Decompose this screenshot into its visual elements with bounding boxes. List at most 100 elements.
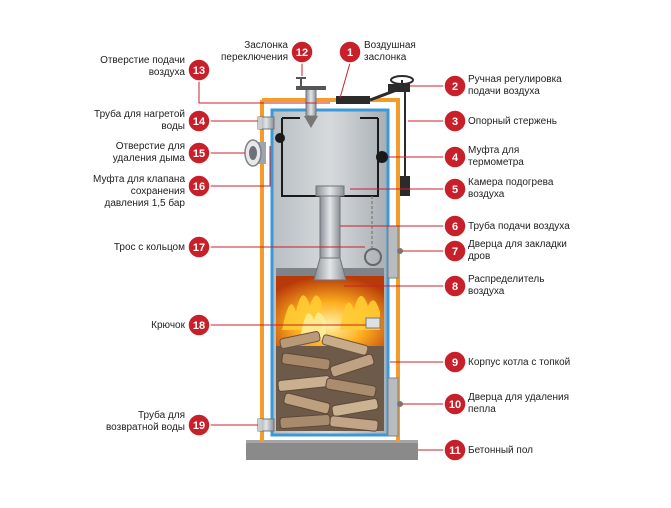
callout-label-line: сохранения <box>131 186 185 197</box>
callout-badge <box>338 40 362 64</box>
callout-badge <box>443 239 467 263</box>
callout-label-line: Отверстие для <box>116 141 185 152</box>
callout-number: 4 <box>452 152 459 164</box>
callout-number: 3 <box>452 116 458 128</box>
callout-label: Опорный стержень <box>468 116 557 127</box>
callout-label-line: Труба подачи воздуха <box>468 220 570 232</box>
callout-number: 11 <box>449 445 461 457</box>
firewood <box>277 331 379 432</box>
return-water-pipe <box>257 418 275 432</box>
smoke-outlet <box>244 139 266 167</box>
callout-label-line: подачи воздуха <box>468 86 540 97</box>
callout-number: 14 <box>193 116 206 128</box>
callout-label: Крючок <box>151 320 185 331</box>
callout-number: 6 <box>452 221 458 233</box>
hook <box>365 317 381 329</box>
callout-label-line: Отверстие подачи <box>100 55 185 66</box>
callout-number: 10 <box>449 399 461 411</box>
callout-label-line: Дверца для удаления <box>468 392 569 403</box>
callout-label: Бетонный пол <box>468 445 533 456</box>
air-damper <box>296 77 370 128</box>
callout-label-line: Камера подогрева <box>468 177 554 188</box>
callout-label-line: воды <box>161 121 185 132</box>
callout-badge <box>187 313 211 337</box>
callout-label-line: пепла <box>468 404 496 415</box>
callout-label-line: Заслонка <box>244 40 288 51</box>
callout-number: 17 <box>193 242 205 254</box>
callout-label-line: заслонка <box>364 52 407 63</box>
callout-label-line: удаления дыма <box>113 153 186 164</box>
callout-number: 1 <box>347 47 353 59</box>
callout-badge <box>290 40 314 64</box>
callout-label-line: давления 1,5 бар <box>105 197 186 209</box>
callout-number: 2 <box>452 81 458 93</box>
callout-label-line: Опорный стержень <box>468 116 557 127</box>
callout-badge <box>443 109 467 133</box>
callout-badge <box>443 350 467 374</box>
callout-label-line: Муфта для <box>468 144 519 156</box>
callout-badge <box>187 141 211 165</box>
callout-label-line: воздуха <box>468 189 505 200</box>
callout-label-line: Бетонный пол <box>468 445 533 456</box>
callout-badge <box>443 392 467 416</box>
callout-label-line: Труба для нагретой <box>94 108 185 120</box>
callout-label-line: Муфта для клапана <box>93 173 185 185</box>
callout-badge <box>443 274 467 298</box>
callout-label: Трос с кольцом <box>114 242 185 253</box>
callout-label: Корпус котла с топкой <box>468 357 570 368</box>
callout-label-line: Дверца для закладки <box>468 239 567 250</box>
callout-number: 18 <box>193 320 205 332</box>
callout-label-line: возвратной воды <box>106 422 185 433</box>
callout-6: 6 Труба подачи воздуха <box>340 214 570 238</box>
callout-badge <box>443 214 467 238</box>
callout-label-line: воздуха <box>149 67 186 78</box>
callout-label-line: Трос с кольцом <box>114 242 185 253</box>
callout-label-line: Крючок <box>151 320 185 331</box>
callout-label-line: Труба для <box>138 409 185 421</box>
callout-badge <box>187 413 211 437</box>
manual-air-regulator <box>369 75 414 102</box>
callout-leader-line <box>198 81 330 104</box>
callout-label-line: воздуха <box>468 286 505 297</box>
callout-3: 3 Опорный стержень <box>408 109 557 133</box>
callout-leader-line <box>339 62 351 99</box>
callout-label-line: Корпус котла с топкой <box>468 357 570 368</box>
callout-number: 5 <box>452 184 458 196</box>
callout-label-line: переключения <box>221 52 288 63</box>
thermometer-socket <box>376 151 388 163</box>
concrete-floor <box>246 440 418 460</box>
callout-18: 18 Крючок <box>151 313 366 337</box>
callout-number: 15 <box>193 148 205 160</box>
callout-label-line: Ручная регулировка <box>468 74 562 85</box>
callout-leader-line <box>210 146 271 187</box>
callout-number: 19 <box>193 420 205 432</box>
callout-number: 16 <box>193 181 205 193</box>
callout-badge <box>187 109 211 133</box>
callout-badge <box>187 174 211 198</box>
callout-badge <box>443 438 467 462</box>
